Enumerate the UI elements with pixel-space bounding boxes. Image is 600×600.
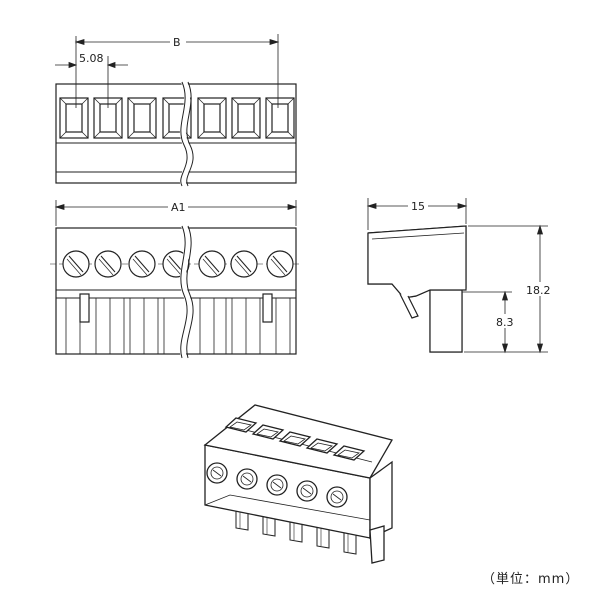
screw-hole	[94, 250, 122, 278]
b-dimension: B	[74, 34, 280, 108]
iso-screw	[326, 486, 348, 508]
pitch-dimension: 5.08	[55, 40, 128, 108]
unit-note: （単位：mm）	[482, 572, 580, 587]
top-slot	[93, 97, 123, 139]
isometric-view	[203, 404, 393, 564]
top-slot	[127, 97, 157, 139]
front-view-screws	[62, 250, 294, 278]
screw-hole	[128, 250, 156, 278]
side-view	[367, 225, 467, 353]
front-view-pins	[65, 298, 291, 354]
front-view	[50, 224, 302, 359]
top-view-slots	[59, 97, 295, 139]
iso-screw	[266, 474, 288, 496]
iso-screw	[296, 480, 318, 502]
b-label: B	[173, 36, 181, 49]
iso-slot	[251, 424, 285, 440]
depth-dimension: 15	[366, 198, 468, 230]
iso-slot	[332, 445, 366, 461]
a1-label: A1	[171, 201, 186, 214]
depth-label: 15	[411, 200, 425, 213]
screw-hole	[198, 250, 226, 278]
pin-label: 8.3	[496, 316, 514, 329]
iso-slot	[305, 438, 339, 454]
top-slot	[197, 97, 227, 139]
screw-hole	[62, 250, 90, 278]
screw-hole	[230, 250, 258, 278]
iso-slot	[224, 417, 258, 433]
iso-slot	[278, 431, 312, 447]
top-slot	[231, 97, 261, 139]
pin-dimension: 8.3	[462, 290, 516, 354]
top-slot	[265, 97, 295, 139]
top-slot	[59, 97, 89, 139]
a1-dimension: A1	[54, 200, 298, 226]
iso-screw	[236, 468, 258, 490]
screw-hole	[266, 250, 294, 278]
top-view	[55, 80, 297, 188]
height-dimension: 18.2	[464, 224, 554, 354]
pitch-label: 5.08	[79, 52, 104, 65]
height-label: 18.2	[526, 284, 551, 297]
iso-screw	[206, 462, 228, 484]
